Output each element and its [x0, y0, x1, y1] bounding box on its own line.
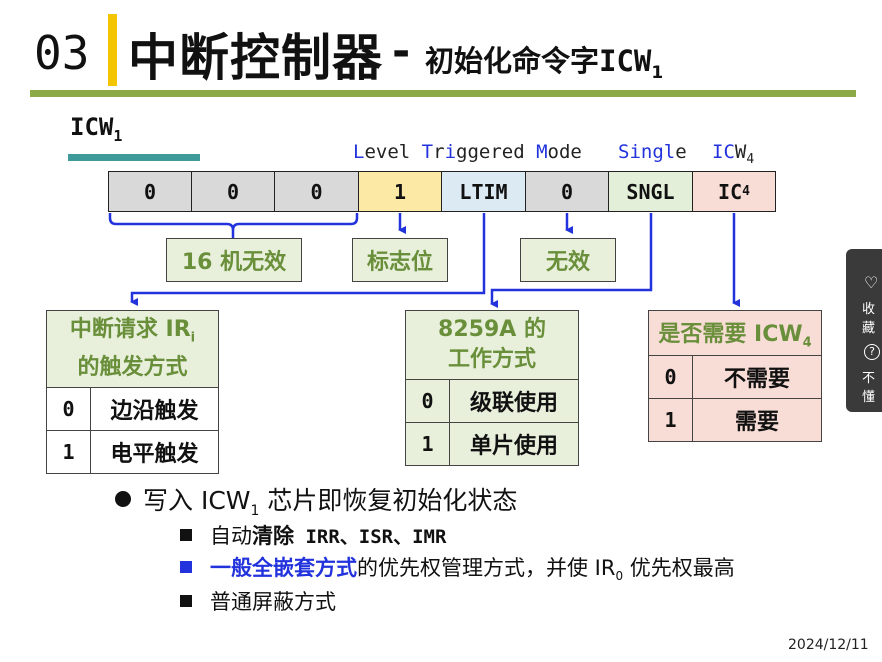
icw1-teal-bar: [68, 154, 200, 161]
table-row-num: 1: [648, 398, 693, 442]
slide-number: 03: [34, 26, 90, 80]
bullet-main: 写入 ICW1 芯片即恢复初始化状态: [115, 481, 517, 519]
table-row-num: 1: [405, 422, 450, 466]
title-underline: [30, 90, 856, 97]
table-work-header: 8259A 的工作方式: [405, 310, 579, 380]
box-flag-bit: 标志位: [352, 238, 448, 282]
bit-d5: 0: [274, 171, 359, 212]
table-need-icw4: 是否需要 ICW4 0 不需要 1 需要: [648, 310, 822, 442]
square-bullet-icon: [180, 561, 192, 573]
table-row-text: 需要: [692, 398, 822, 442]
table-work-mode: 8259A 的工作方式 0 级联使用 1 单片使用: [405, 310, 579, 466]
square-bullet-icon: [180, 595, 192, 607]
bullet-sub-clear: 自动清除 IRR、ISR、IMR: [180, 520, 446, 550]
bit-d3-ltim: LTIM: [441, 171, 526, 212]
table-row-num: 1: [46, 430, 91, 475]
title-dash: -: [392, 26, 411, 77]
box-16bit-invalid: 16 机无效: [166, 238, 302, 282]
help-label[interactable]: 不懂: [862, 371, 876, 405]
icw1-label: ICW1: [70, 113, 123, 145]
box-invalid: 无效: [520, 238, 616, 282]
table-row-text: 不需要: [692, 355, 822, 399]
bit-d1-sngl: SNGL: [608, 171, 693, 212]
title-accent-bar: [108, 14, 117, 86]
table-icw4-header: 是否需要 ICW4: [648, 310, 822, 356]
field-label-ltim: Level Triggered Mode: [353, 141, 582, 163]
bit-d4: 1: [358, 171, 442, 212]
favorite-label[interactable]: 收藏: [862, 302, 876, 336]
field-label-sngl: Single: [618, 141, 687, 163]
bullet-sub-nesting: 一般全嵌套方式的优先权管理方式，并使 IR0 优先权最高: [180, 552, 735, 583]
bullet-dot-icon: [115, 491, 131, 507]
bullet-sub-mask: 普通屏蔽方式: [180, 586, 336, 616]
field-label-ic4: ICW4: [712, 141, 755, 167]
table-row-text: 边沿触发: [90, 387, 219, 432]
table-row-text: 级联使用: [449, 379, 579, 423]
table-row-text: 单片使用: [449, 422, 579, 466]
heart-icon[interactable]: ♡: [864, 273, 879, 292]
page-title: 中断控制器: [128, 29, 383, 87]
bit-d6: 0: [191, 171, 275, 212]
table-row-num: 0: [46, 387, 91, 432]
square-bullet-icon: [180, 529, 192, 541]
table-row-text: 电平触发: [90, 430, 219, 475]
table-row-num: 0: [648, 355, 693, 399]
page-subtitle: 初始化命令字ICW1: [425, 44, 664, 83]
table-row-num: 0: [405, 379, 450, 423]
footer-date: 2024/12/11: [788, 637, 869, 653]
help-icon[interactable]: ?: [864, 344, 880, 360]
side-panel[interactable]: ♡ 收藏 ? 不懂: [846, 249, 882, 412]
